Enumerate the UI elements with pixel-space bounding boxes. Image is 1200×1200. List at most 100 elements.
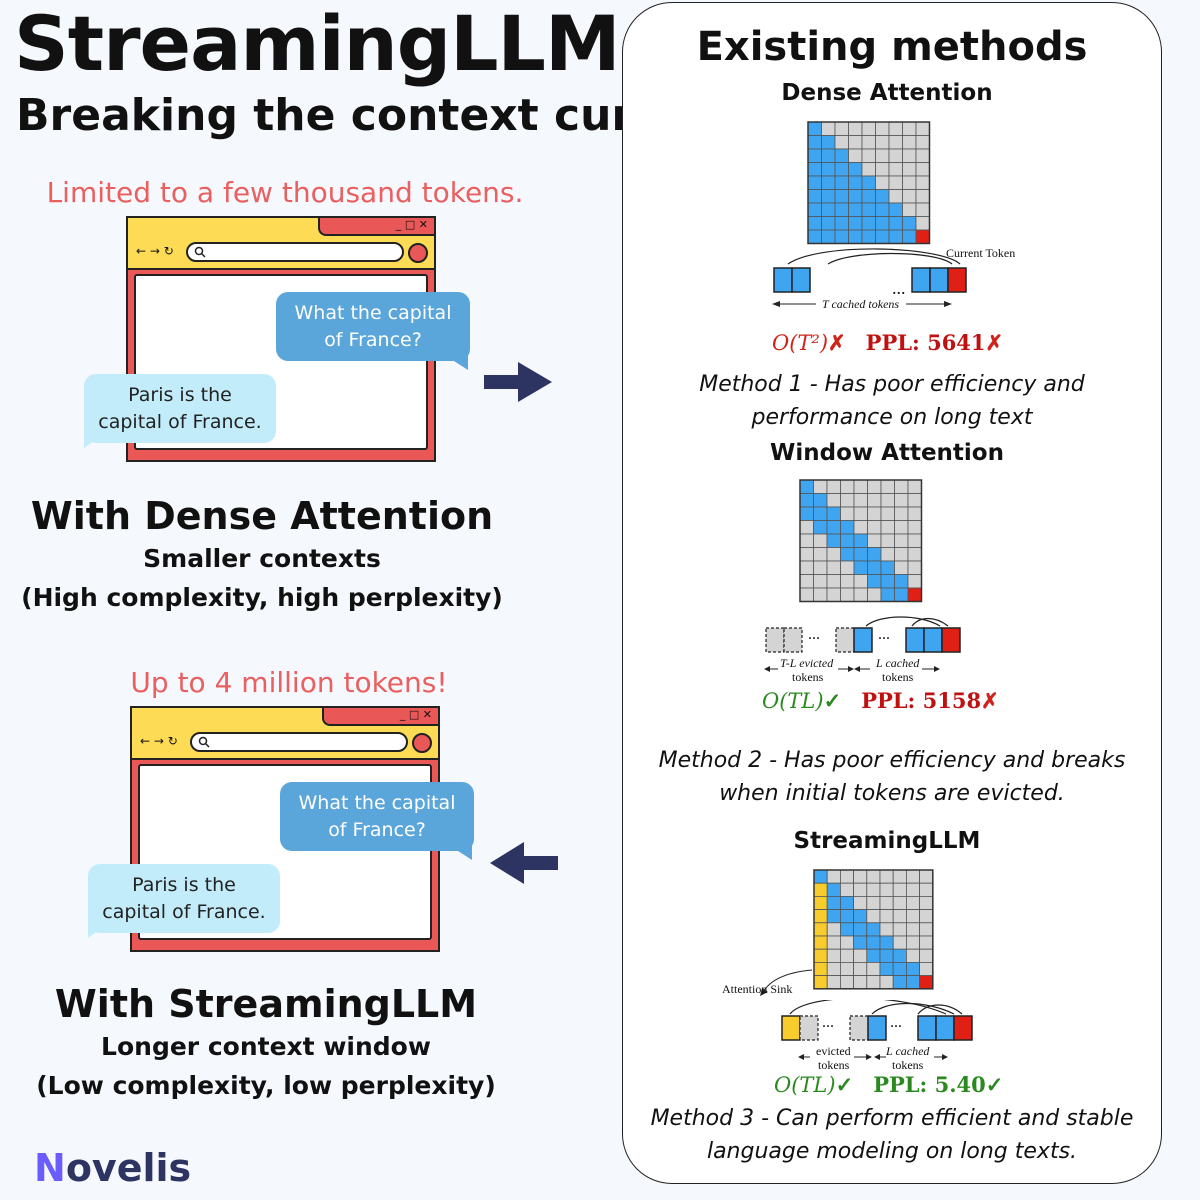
- current-token-label: Current Token: [946, 246, 1016, 260]
- attention-cell: [867, 479, 882, 494]
- dense-caption-heading: With Dense Attention: [30, 494, 494, 538]
- novelis-logo: Novelis: [34, 1146, 191, 1190]
- attention-cell: [826, 479, 841, 494]
- attention-cell: [892, 975, 907, 990]
- record-button[interactable]: [412, 733, 432, 753]
- dense-caption-line2: (High complexity, high perplexity): [21, 583, 503, 612]
- attention-cell: [902, 189, 917, 204]
- attention-cell: [906, 935, 921, 950]
- attention-cell: [839, 869, 854, 884]
- method1-complexity: O(T²): [772, 331, 829, 355]
- attention-cell: [834, 175, 849, 190]
- window-dots-2: ...: [878, 626, 890, 643]
- attention-cell: [907, 506, 922, 521]
- attention-cell: [826, 520, 841, 535]
- attention-cell: [840, 560, 855, 575]
- attention-cell: [892, 922, 907, 937]
- attention-cell: [875, 162, 890, 177]
- attention-cell: [799, 574, 814, 589]
- attention-cell: [840, 479, 855, 494]
- matrix-border: [813, 869, 934, 990]
- attention-cell: [906, 882, 921, 897]
- attention-cell: [861, 189, 876, 204]
- attention-cell: [875, 202, 890, 217]
- attention-cell: [907, 574, 922, 589]
- logo-first-letter: N: [34, 1146, 66, 1190]
- attention-cell: [853, 493, 868, 508]
- window-cache-diagram: [765, 616, 961, 653]
- attention-cell: [875, 135, 890, 150]
- attention-cell: [834, 189, 849, 204]
- attention-cell: [807, 189, 822, 204]
- attention-cell: [906, 975, 921, 990]
- attention-cell: [813, 506, 828, 521]
- attention-cell: [799, 506, 814, 521]
- attention-cell: [867, 493, 882, 508]
- attention-cell: [839, 895, 854, 910]
- window-controls-icon[interactable]: _ □ ✕: [395, 218, 428, 231]
- streaming-evicted-label-1: evicted: [816, 1044, 851, 1058]
- attention-cell: [813, 909, 828, 924]
- method1-description: Method 1 - Has poor efficiency and perfo…: [699, 372, 1085, 430]
- attention-cell: [919, 882, 934, 897]
- window-cached-label-2: tokens: [882, 670, 914, 684]
- attention-cell: [826, 882, 841, 897]
- attention-cell: [906, 922, 921, 937]
- attention-cell: [907, 493, 922, 508]
- attention-cell: [840, 493, 855, 508]
- attention-cell: [866, 962, 881, 977]
- attention-cell: [880, 547, 895, 562]
- attention-cell: [839, 948, 854, 963]
- attention-cell: [907, 560, 922, 575]
- attention-cell: [861, 121, 876, 136]
- logo-rest: ovelis: [65, 1146, 192, 1190]
- attention-cell: [813, 547, 828, 562]
- attention-cell: [906, 948, 921, 963]
- attention-cell: [894, 560, 909, 575]
- attention-cell: [880, 520, 895, 535]
- question-bubble: What the capital of France?: [276, 292, 470, 362]
- page-subtitle: Breaking the context curse: [16, 90, 690, 141]
- streaming-attention-matrix: [813, 869, 934, 990]
- attention-cell: [834, 202, 849, 217]
- window-dots-1: ...: [808, 626, 820, 643]
- window-cached-label-1: L cached: [876, 656, 920, 670]
- window-controls-icon[interactable]: _ □ ✕: [399, 708, 432, 721]
- attention-cell: [807, 135, 822, 150]
- attention-cell: [866, 948, 881, 963]
- attention-cell: [919, 869, 934, 884]
- attention-cell: [813, 948, 828, 963]
- attention-cell: [853, 574, 868, 589]
- address-bar[interactable]: [186, 242, 404, 262]
- attention-cell: [879, 975, 894, 990]
- attention-cell: [879, 895, 894, 910]
- method1-name: Dense Attention: [781, 80, 993, 106]
- attention-cell: [880, 479, 895, 494]
- attention-cell: [821, 121, 836, 136]
- attention-cell: [915, 202, 930, 217]
- attention-cell: [839, 909, 854, 924]
- attention-cell: [853, 560, 868, 575]
- method2-name: Window Attention: [770, 440, 1004, 466]
- nav-arrows-icon[interactable]: ← → ↻: [140, 734, 178, 748]
- attention-cell: [861, 229, 876, 244]
- attention-cell: [821, 189, 836, 204]
- record-button[interactable]: [408, 243, 428, 263]
- attention-cell: [902, 121, 917, 136]
- attention-cell: [894, 547, 909, 562]
- attention-cell: [807, 229, 822, 244]
- nav-arrows-icon[interactable]: ← → ↻: [136, 244, 174, 258]
- method2-ppl: PPL: 5158: [861, 688, 982, 713]
- attention-cell: [848, 216, 863, 231]
- attention-cell: [853, 962, 868, 977]
- attention-cell: [867, 574, 882, 589]
- attention-cell: [813, 560, 828, 575]
- attention-cell: [915, 162, 930, 177]
- attention-cell: [840, 587, 855, 602]
- attention-cell: [813, 533, 828, 548]
- attention-cell: [840, 533, 855, 548]
- attention-cell: [861, 202, 876, 217]
- attention-cell: [906, 909, 921, 924]
- dense-caption: With Dense Attention Smaller contexts (H…: [12, 494, 512, 612]
- address-bar[interactable]: [190, 732, 408, 752]
